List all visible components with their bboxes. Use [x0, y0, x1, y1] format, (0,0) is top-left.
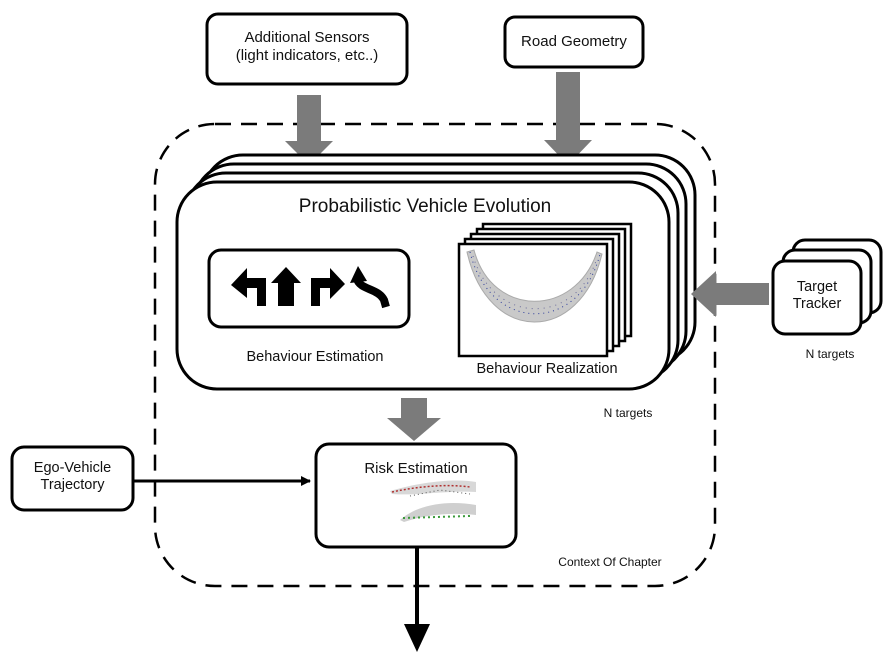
additional-sensors-box — [205, 12, 409, 86]
ego-vehicle-line2: Trajectory — [40, 477, 105, 494]
arrow-sensors-to-evolution — [285, 95, 333, 165]
context-region — [153, 122, 717, 588]
target-tracker-line2: Tracker — [792, 296, 842, 313]
ego-vehicle-line1: Ego-Vehicle — [33, 460, 112, 476]
behaviour-realization-label: Behaviour Realization — [476, 361, 618, 377]
ego-vehicle-box — [10, 445, 135, 512]
target-tracker-line1: Target — [796, 279, 838, 295]
target-tracker-box — [771, 259, 863, 336]
risk-output-arrowhead — [404, 624, 430, 652]
merge-arrow-icon — [350, 266, 390, 309]
turn-left-arrow-icon — [231, 268, 266, 306]
additional-sensors-line2: (light indicators, etc..) — [235, 46, 379, 64]
arrow-tracker-to-evolution — [691, 271, 769, 317]
straight-arrow-icon — [271, 267, 301, 306]
evolution-stack-caption: N targets — [603, 406, 653, 420]
context-caption: Context Of Chapter — [558, 555, 662, 569]
road-geometry-box — [503, 15, 645, 69]
arrow-road-to-evolution — [544, 72, 592, 165]
target-tracker-label: Target Tracker — [773, 279, 861, 313]
turn-right-arrow-icon — [311, 268, 345, 306]
behaviour-estimation-label: Behaviour Estimation — [246, 349, 384, 365]
risk-thumbnail — [390, 480, 476, 522]
evolution-title: Probabilistic Vehicle Evolution — [298, 196, 552, 217]
road-geometry-label: Road Geometry — [521, 33, 627, 50]
risk-estimation-title: Risk Estimation — [364, 460, 468, 477]
arrow-evolution-to-risk — [387, 398, 441, 441]
additional-sensors-label: Additional Sensors (light indicators, et… — [207, 29, 407, 64]
trajectory-distribution-plot — [466, 249, 603, 323]
ego-vehicle-label: Ego-Vehicle Trajectory — [12, 460, 133, 494]
target-tracker-caption: N targets — [805, 347, 855, 361]
additional-sensors-line1: Additional Sensors — [244, 29, 370, 46]
